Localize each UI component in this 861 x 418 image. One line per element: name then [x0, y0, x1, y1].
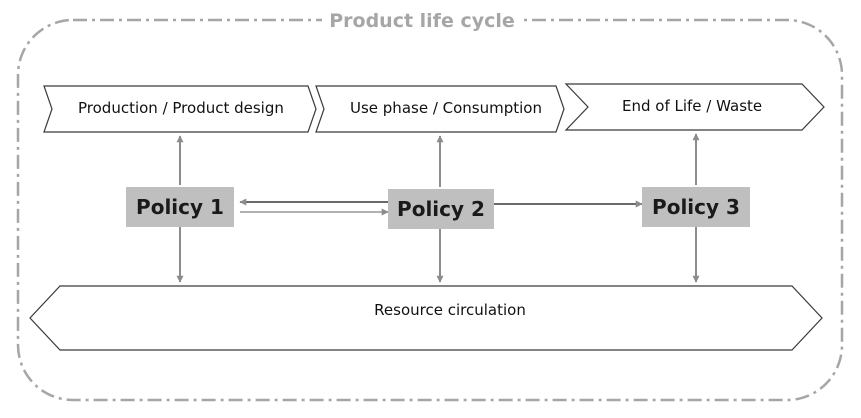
policy-box-1 [126, 187, 234, 227]
stage-label-eol: End of Life / Waste [622, 97, 763, 115]
stage-shape-eol [564, 83, 825, 131]
policy-label-3: Policy 3 [652, 195, 740, 219]
policy-label-2: Policy 2 [397, 197, 485, 221]
stage-label-production: Production / Product design [78, 99, 284, 117]
policy-box-2 [388, 189, 494, 229]
stage-shape-use [315, 85, 565, 133]
resource-shape [29, 285, 823, 351]
policy-label-1: Policy 1 [136, 195, 224, 219]
diagram-title: Product life cycle [322, 8, 522, 34]
stage-shape-production [43, 85, 317, 133]
policy-box-3 [642, 187, 750, 227]
stage-label-use: Use phase / Consumption [350, 99, 542, 117]
resource-label: Resource circulation [374, 301, 526, 319]
